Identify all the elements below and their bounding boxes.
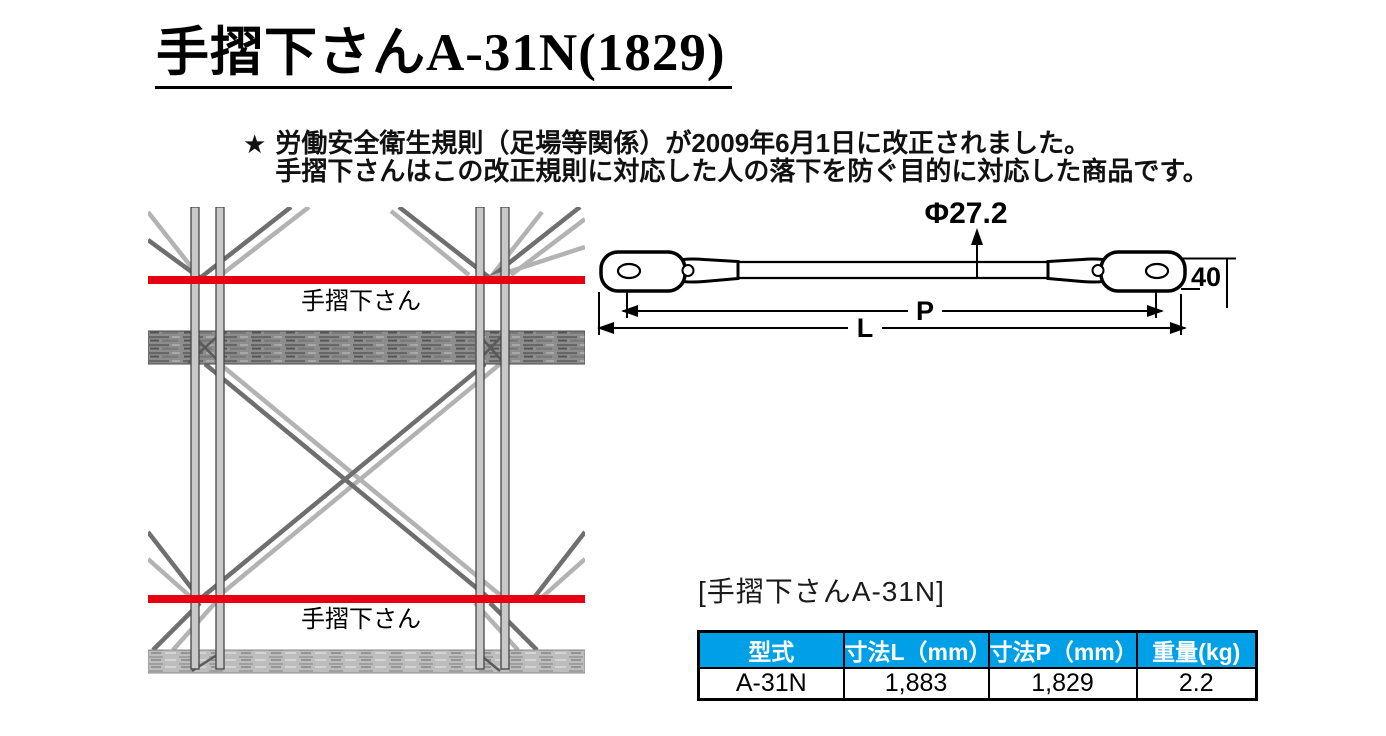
pitch-dimension	[623, 292, 1162, 318]
left-arrow-icon	[621, 305, 638, 317]
product-caption: [手摺下さんA-31N]	[698, 576, 945, 607]
upper-braces	[146, 205, 587, 281]
revision-note-line1: 労働安全衛生規則（足場等関係）が2009年6月1日に改正されました。	[275, 128, 1091, 158]
redline-top	[148, 276, 585, 284]
diameter-label: Φ27.2	[924, 197, 1007, 230]
page-title: 手摺下さんA-31N(1829)	[155, 22, 732, 89]
col-header-model: 型式	[697, 630, 845, 669]
length-dimension	[598, 292, 1185, 335]
col-header-pitch-p: 寸法P（mm）	[987, 630, 1138, 669]
page-title-text: 手摺下さんA-31N(1829)	[155, 22, 732, 89]
cell-weight: 2.2	[1135, 667, 1258, 701]
photo-label-top: 手摺下さん	[301, 288, 421, 315]
col-header-weight: 重量(kg)	[1135, 630, 1258, 669]
cell-pitch-p: 1,829	[987, 667, 1138, 701]
pitch-label: P	[916, 296, 934, 326]
spec-table-header-row: 型式 寸法L（mm） 寸法P（mm） 重量(kg)	[697, 630, 1258, 669]
technical-drawing: Φ27.2 40 P	[590, 192, 1260, 344]
redline-bottom	[148, 595, 585, 603]
scaffold-photo: 手摺下さん 手摺下さん	[146, 205, 587, 680]
length-label: L	[857, 313, 874, 343]
revision-note-text: 労働安全衛生規則（足場等関係）が2009年6月1日に改正されました。 手摺下さん…	[275, 129, 1208, 185]
left-arrow-icon	[597, 322, 614, 334]
spec-table-row: A-31N 1,883 1,829 2.2	[697, 667, 1258, 701]
bottom-walk-board	[147, 649, 586, 674]
revision-note-line2: 手摺下さんはこの改正規則に対応した人の落下を防ぐ目的に対応した商品です。	[275, 156, 1209, 186]
cell-length-l: 1,883	[842, 667, 990, 701]
tube-body	[730, 260, 1058, 280]
photo-label-bottom: 手摺下さん	[301, 606, 421, 633]
end-height-dimension	[1181, 257, 1236, 308]
scaffold-photo-svg: 手摺下さん 手摺下さん	[146, 205, 587, 674]
star-icon: ★	[243, 129, 267, 159]
spec-table: 型式 寸法L（mm） 寸法P（mm） 重量(kg) A-31N 1,883 1,…	[697, 630, 1258, 701]
right-arrow-icon	[1147, 305, 1164, 317]
end-height-label: 40	[1191, 262, 1221, 292]
cell-model: A-31N	[697, 667, 845, 701]
scaffold-posts	[190, 206, 510, 670]
col-header-length-l: 寸法L（mm）	[842, 630, 990, 669]
left-end-fitting	[599, 250, 740, 293]
right-end-fitting	[1046, 250, 1187, 293]
diameter-callout: Φ27.2	[924, 197, 1008, 279]
technical-drawing-svg: Φ27.2 40 P	[597, 197, 1236, 343]
right-arrow-icon	[1170, 322, 1187, 334]
up-arrow-icon	[971, 228, 983, 245]
mid-walk-board	[147, 330, 586, 365]
revision-note: ★ 労働安全衛生規則（足場等関係）が2009年6月1日に改正されました。 手摺下…	[243, 129, 1209, 185]
